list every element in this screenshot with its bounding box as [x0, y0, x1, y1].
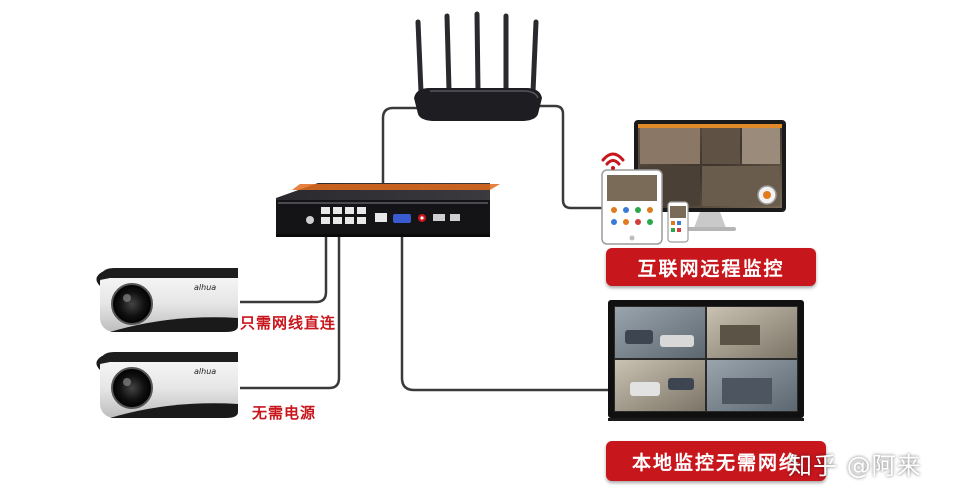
cables: [240, 104, 612, 392]
tablet: [601, 169, 663, 245]
cable-nvr-monitor: [400, 228, 612, 392]
nvr-usb-port: [450, 214, 460, 221]
nvr-recorder: [276, 183, 500, 237]
nvr-ethernet-ports: [321, 207, 387, 224]
local-monitor: [608, 300, 804, 421]
local-monitoring-badge: 本地监控无需网络: [606, 441, 826, 481]
nvr-vga-port: [393, 214, 411, 223]
no-power-label: 无需电源: [252, 404, 317, 422]
cable-camera1: [240, 228, 328, 304]
camera-1: [96, 268, 238, 332]
camera-2-brand: alhua: [194, 367, 216, 376]
router-antennas: [415, 11, 539, 95]
nvr-hdmi-port: [433, 214, 445, 221]
router-body: [414, 88, 542, 121]
cable-router-pc: [538, 104, 604, 210]
camera-2: [96, 352, 238, 418]
remote-monitoring-badge: 互联网远程监控: [606, 248, 816, 286]
router: [414, 11, 542, 121]
camera-2-lens: [112, 368, 152, 408]
direct-network-label: 只需网线直连: [240, 314, 337, 332]
watermark: 知乎 @阿来: [788, 452, 922, 480]
camera-1-lens: [112, 284, 152, 324]
camera-1-brand: alhua: [194, 283, 216, 292]
cable-router-nvr: [381, 106, 418, 222]
phone: [667, 201, 689, 243]
wifi-icon: [601, 152, 625, 170]
cable-camera2: [240, 228, 341, 390]
